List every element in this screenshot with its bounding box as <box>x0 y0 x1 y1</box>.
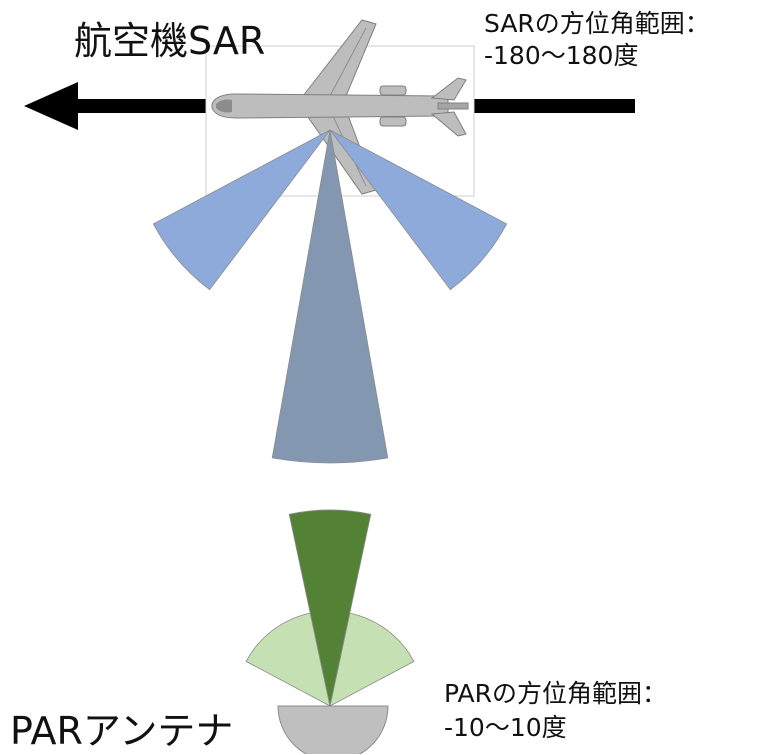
sar-beams <box>152 129 508 464</box>
par-antenna-base <box>277 705 389 754</box>
sar-side-beam-left <box>152 129 331 291</box>
par-range-text: PARの方位角範囲： -10〜10度 <box>444 677 667 745</box>
sar-range-text: SARの方位角範囲： -180〜180度 <box>484 8 710 72</box>
par-title: PARアンテナ <box>10 709 234 753</box>
airplane-tail-lower <box>430 111 467 137</box>
sar-range-label: SARの方位角範囲： <box>484 9 710 38</box>
airplane-fuselage <box>211 93 449 119</box>
sar-side-beam-right <box>329 129 508 291</box>
airplane-wing-edge <box>329 27 367 97</box>
par-beams <box>245 509 415 707</box>
sar-title: 航空機SAR <box>74 19 266 63</box>
airplane-fin <box>437 102 469 110</box>
airplane-engine <box>379 116 407 127</box>
par-side-beam-left <box>245 612 331 707</box>
sar-range-value: -180〜180度 <box>484 41 639 70</box>
airplane-cockpit <box>216 99 232 113</box>
par-side-beam-right <box>329 612 415 707</box>
airplane-tail-upper <box>430 77 467 101</box>
par-range-label: PARの方位角範囲： <box>444 679 667 708</box>
par-range-value: -10〜10度 <box>444 713 567 742</box>
par-main-beam <box>288 509 372 707</box>
sar-main-beam <box>271 129 389 464</box>
arrow-left-icon <box>24 82 78 130</box>
airplane-engine <box>379 85 407 96</box>
